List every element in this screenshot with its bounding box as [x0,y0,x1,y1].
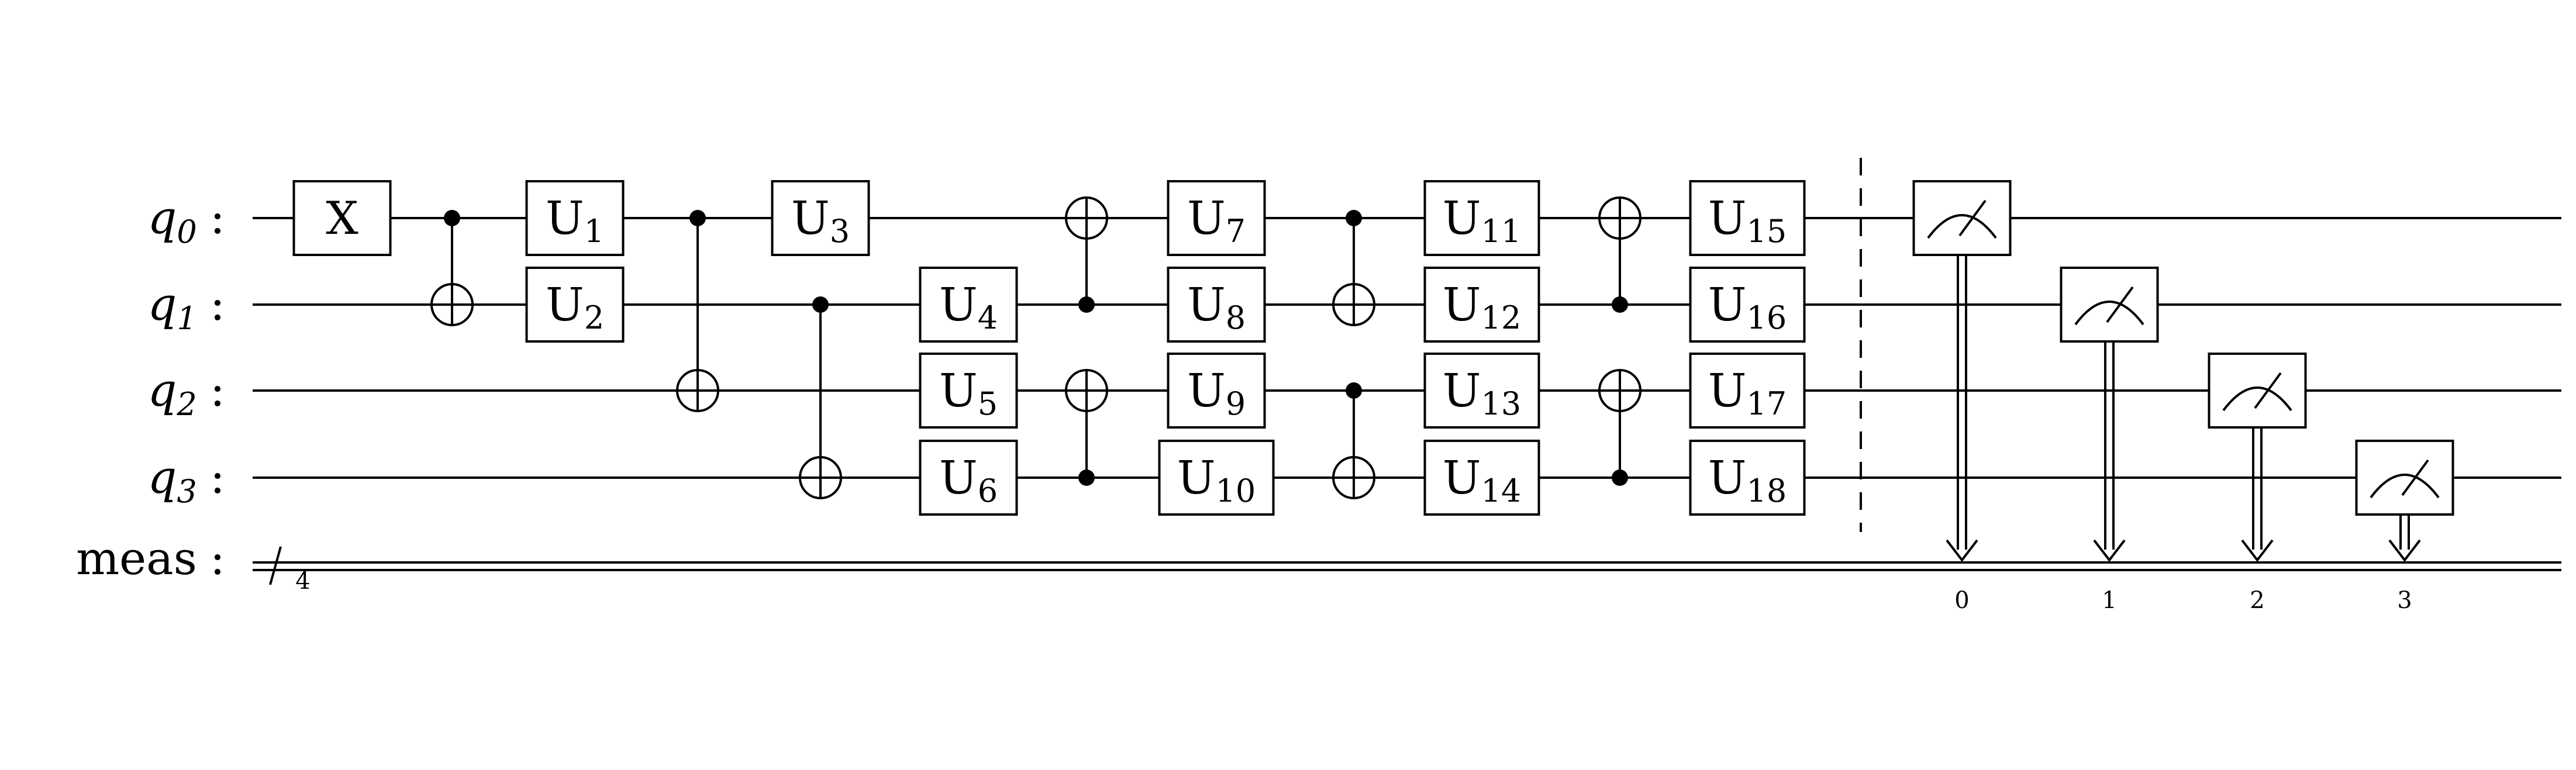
classical-bit-label-0: 0 [1954,587,1969,614]
meter-arc-icon [1927,214,1997,239]
cnot-control-dot [812,296,829,313]
gate-U17-label: U17 [1708,365,1787,422]
cnot-control-dot [1612,469,1628,486]
meter-needle-icon [2254,372,2282,409]
meter-arc-icon [2222,386,2292,412]
gate-X-box [292,180,392,256]
cnot-control-dot [1346,210,1362,226]
gate-U18-box [1689,440,1806,516]
wires-layer [253,217,2561,585]
gate-U14-label: U14 [1443,452,1521,509]
cnot-control-dot [1078,469,1095,486]
measure-box-0 [1912,180,2012,256]
gate-U3-label: U3 [791,192,850,250]
gate-U17-box [1689,353,1806,429]
gate-U6-box [919,440,1018,516]
qubit-label-3: q3: [147,451,225,510]
gate-U8-label: U8 [1187,279,1246,336]
gate-U9-box [1167,353,1266,429]
gate-U11-label: U11 [1443,192,1521,250]
cnot-control-dot [689,210,706,226]
classical-register-label: meas: [76,533,225,585]
cnot-control-dot [1612,296,1628,313]
cnot-control-dot [1346,382,1362,399]
meter-arc-icon [2074,301,2144,326]
gate-U3-box [771,180,870,256]
measure-arrowhead-2 [2241,539,2274,562]
gate-U16-label: U16 [1708,279,1787,336]
qubit-label-1: q1: [147,278,225,337]
register-bus-slash [269,546,282,585]
classical-bit-label-1: 1 [2102,587,2116,614]
measure-arrowhead-0 [1946,539,1978,562]
gate-U15-label: U15 [1708,192,1787,250]
gate-U7-label: U7 [1187,192,1246,250]
gate-U4-box [919,267,1018,343]
classical-bit-label-3: 3 [2397,587,2412,614]
gate-U13-box [1423,353,1540,429]
gate-X-label: X [326,192,358,245]
measure-box-2 [2208,353,2307,429]
gate-U1-label: U1 [546,192,604,250]
measurements-layer: 0 1 2 3 [1912,180,2454,614]
gate-U5-box [919,353,1018,429]
measure-arrowhead-1 [2093,539,2126,562]
gate-U11-box [1423,180,1540,256]
qubit-label-2: q2: [147,364,225,423]
gate-U10-label: U10 [1177,452,1256,509]
meter-needle-icon [1958,199,1987,237]
gate-U18-label: U18 [1708,452,1787,509]
meter-needle-icon [2401,459,2429,496]
gate-U12-label: U12 [1443,279,1521,336]
gate-U8-box [1167,267,1266,343]
gate-U12-box [1423,267,1540,343]
gate-U16-box [1689,267,1806,343]
gate-U2-box [525,267,625,343]
measure-arrowhead-3 [2388,539,2421,562]
gate-U2-label: U2 [546,279,604,336]
qubit-label-0: q0: [147,192,225,250]
gate-U10-box [1158,440,1275,516]
meter-arc-icon [2370,474,2440,499]
gate-U4-label: U4 [939,279,998,336]
register-size-label: 4 [295,568,310,595]
cnot-control-dot [444,210,460,226]
meter-needle-icon [2106,286,2134,323]
gate-U1-box [525,180,625,256]
gate-U6-label: U6 [939,452,998,509]
gate-U7-box [1167,180,1266,256]
measure-box-3 [2355,440,2454,516]
cnot-control-dot [1078,296,1095,313]
gate-U14-box [1423,440,1540,516]
gate-U9-label: U9 [1187,365,1246,422]
gate-U13-label: U13 [1443,365,1521,422]
measure-box-1 [2060,267,2159,343]
labels-layer: q0: q1: q2: q3: meas: 4 [76,192,311,595]
gate-U5-label: U5 [939,365,998,422]
classical-bit-label-2: 2 [2250,587,2264,614]
gate-U15-box [1689,180,1806,256]
